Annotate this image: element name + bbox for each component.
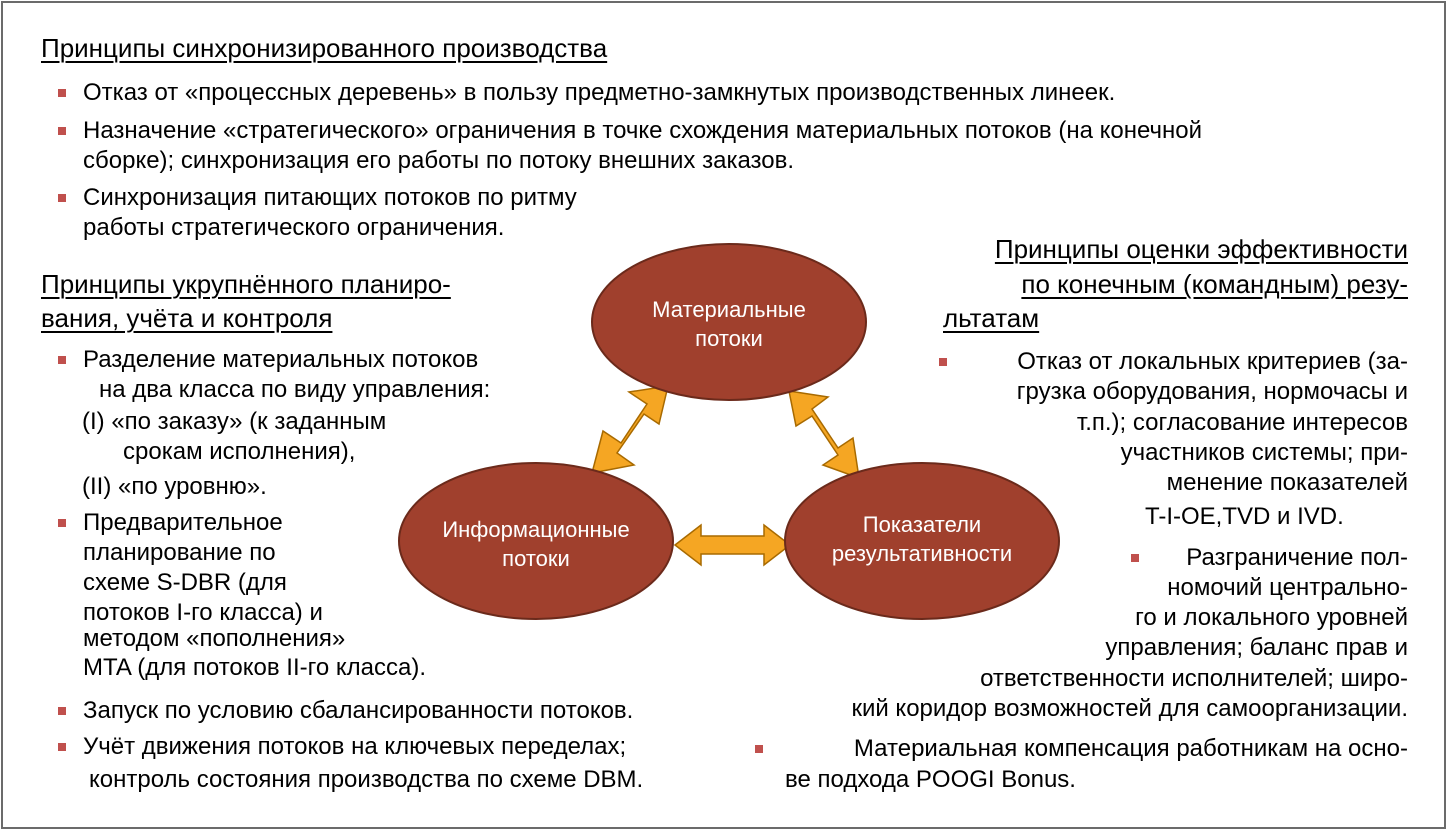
bullet-marker bbox=[755, 745, 763, 753]
plan-bullet-2-line-6: MTA (для потоков II-го класса). bbox=[83, 654, 427, 681]
plan-heading-line-2: вания, учёта и контроля bbox=[41, 303, 333, 333]
eval-bullet-2-line-5: ответственности исполнителей; широ- bbox=[980, 665, 1408, 692]
sync-heading: Принципы синхронизированного производств… bbox=[41, 33, 608, 63]
eval-heading-line-3: льтатам bbox=[943, 303, 1040, 333]
bullet-marker bbox=[939, 358, 947, 366]
plan-bullet-2-line-3: схеме S-DBR (для bbox=[83, 569, 287, 596]
sync-bullet-3-line-1: Синхронизация питающих потоков по ритму bbox=[83, 184, 577, 211]
node-material-label-2: потоки bbox=[695, 326, 763, 351]
eval-bullet-2-line-4: управления; баланс прав и bbox=[1105, 634, 1408, 661]
eval-bullet-1-line-3: т.п.); согласование интересов bbox=[1076, 409, 1408, 436]
bullet-marker bbox=[58, 519, 66, 527]
node-results-label-1: Показатели bbox=[863, 512, 981, 537]
plan-bullet-2-line-5: методом «пополнения» bbox=[83, 625, 346, 652]
node-material-label-1: Материальные bbox=[652, 297, 806, 322]
sync-bullet-2-line-1: Назначение «стратегического» ограничения… bbox=[83, 117, 1203, 144]
plan-bullet-2-line-4: потоков I-го класса) и bbox=[83, 599, 323, 626]
bullet-marker bbox=[58, 356, 66, 364]
eval-bullet-2-line-6: кий коридор возможностей для самоорганиз… bbox=[851, 695, 1408, 722]
eval-bullet-2-line-2: номочий центрально- bbox=[1167, 574, 1408, 601]
node-material-flows bbox=[591, 243, 867, 401]
bullet-marker bbox=[1131, 554, 1139, 562]
node-performance-indicators bbox=[784, 462, 1060, 620]
node-results-label-2: результативности bbox=[832, 541, 1012, 566]
eval-bullet-3-line-1: Материальная компенсация работникам на о… bbox=[853, 735, 1408, 762]
sync-bullet-3-line-2: работы стратегического ограничения. bbox=[83, 214, 505, 241]
plan-bullet-1-line-3: (I) «по заказу» (к заданным bbox=[82, 408, 387, 435]
eval-bullet-1-line-1: Отказ от локальных критериев (за- bbox=[1017, 348, 1408, 375]
eval-heading-line-2: по конечным (командным) резу- bbox=[1021, 269, 1408, 299]
eval-bullet-1-line-4: участников системы; при- bbox=[1120, 439, 1408, 466]
double-arrow-info-results bbox=[673, 523, 792, 567]
eval-bullet-1-line-5: менение показателей bbox=[1166, 469, 1408, 496]
eval-bullet-1-line-2: грузка оборудования, нормочасы и bbox=[1016, 378, 1408, 405]
eval-heading-line-1: Принципы оценки эффективности bbox=[994, 234, 1408, 264]
bullet-marker bbox=[58, 743, 66, 751]
node-info-label-2: потоки bbox=[502, 546, 570, 571]
plan-bullet-1-line-4: срокам исполнения), bbox=[123, 438, 356, 465]
plan-heading-line-1: Принципы укрупнённого планиро- bbox=[41, 269, 451, 299]
plan-bullet-4-line-2: контроль состояния производства по схеме… bbox=[89, 766, 644, 793]
eval-bullet-2-line-1: Разграничение пол- bbox=[1186, 544, 1408, 571]
bullet-marker bbox=[58, 89, 66, 97]
double-arrow-material-results bbox=[788, 390, 860, 480]
plan-bullet-2-line-1: Предварительное bbox=[83, 509, 283, 536]
plan-bullet-2-line-2: планирование по bbox=[83, 539, 276, 566]
plan-bullet-3: Запуск по условию сбалансированности пот… bbox=[83, 697, 634, 724]
plan-bullet-1-line-5: (II) «по уровню». bbox=[82, 473, 267, 500]
plan-bullet-1-line-1: Разделение материальных потоков bbox=[83, 346, 479, 373]
plan-bullet-1-line-2: на два класса по виду управления: bbox=[99, 376, 491, 403]
eval-bullet-3-line-2: ве подхода POOGI Bonus. bbox=[785, 766, 1076, 793]
eval-bullet-2-line-3: го и локального уровней bbox=[1135, 604, 1408, 631]
plan-bullet-4-line-1: Учёт движения потоков на ключевых переде… bbox=[83, 733, 627, 760]
node-info-label-1: Информационные bbox=[442, 517, 629, 542]
eval-bullet-1-line-6: T-I-OE,TVD и IVD. bbox=[1145, 503, 1344, 530]
node-information-flows bbox=[398, 462, 674, 620]
sync-bullet-2-line-2: сборке); синхронизация его работы по пот… bbox=[83, 147, 795, 174]
bullet-marker bbox=[58, 127, 66, 135]
double-arrow-material-info bbox=[590, 385, 669, 474]
bullet-marker bbox=[58, 707, 66, 715]
sync-bullet-1: Отказ от «процессных деревень» в пользу … bbox=[83, 79, 1116, 106]
bullet-marker bbox=[58, 194, 66, 202]
